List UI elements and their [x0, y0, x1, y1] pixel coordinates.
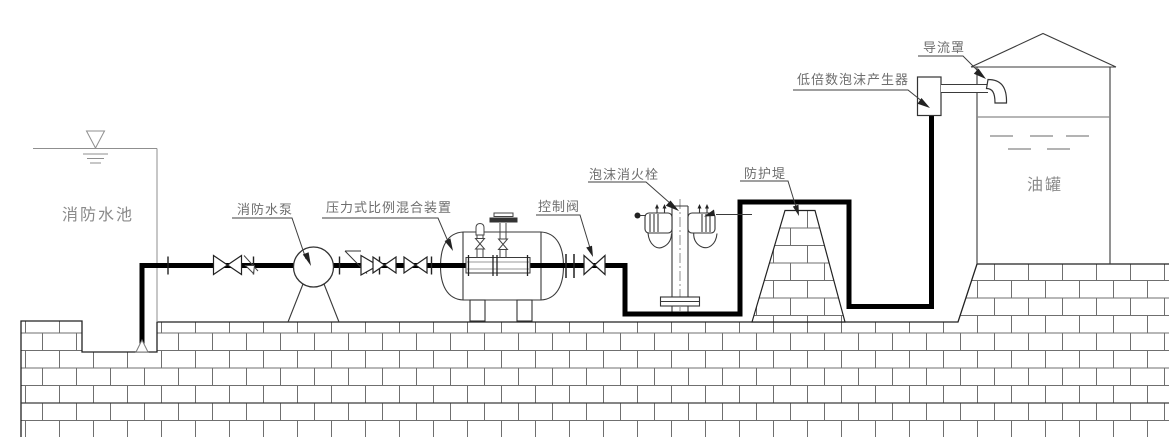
vessel-leg [469, 299, 486, 322]
proportioner-internals [465, 212, 531, 276]
cone-roof-tank-icon [970, 32, 1117, 264]
vessel-leg [516, 299, 533, 322]
water-level-icon [83, 130, 108, 164]
gate-valve-icon [212, 254, 243, 276]
fire-water-pool [33, 130, 158, 322]
gate-valve-icon [372, 255, 428, 275]
label-foam-hydrant: 泡沫消火栓 [589, 168, 659, 183]
brick-ground-icon [20, 263, 1169, 437]
label-fire-pump: 消防水泵 [237, 202, 293, 218]
label-foam-generator: 低倍数泡沫产生器 [797, 73, 909, 88]
check-valve-icon [344, 250, 381, 277]
label-fire-water-pool: 消防水池 [62, 205, 134, 224]
label-control-valve: 控制阀 [538, 200, 580, 215]
label-deflector: 导流罩 [923, 41, 965, 56]
pump-icon [287, 246, 340, 323]
vessel-outlet-flanges [565, 254, 575, 278]
label-mixing-device: 压力式比例混合装置 [326, 201, 452, 216]
label-oil-tank: 油罐 [1027, 175, 1063, 194]
control-valve-icon [583, 254, 606, 276]
label-protective-dike: 防护堤 [744, 166, 786, 182]
pump-legs [287, 283, 340, 323]
foam-generator-icon [916, 76, 988, 117]
outlet-cap-dot [634, 212, 641, 219]
annotations: 消防水池 油罐 消防水泵 压力式比例混合装置 控制阀 泡沫消火栓 防护堤 低倍数… [62, 41, 1063, 266]
flexible-joint-icon [243, 255, 259, 275]
hydrant-icon [634, 199, 752, 312]
tank-walls [976, 67, 1111, 264]
generator-outlet-pipe [941, 84, 988, 93]
outlet-arrow [704, 209, 715, 217]
suction-strainer-icon [135, 338, 149, 353]
liquid-dashes [990, 135, 1089, 150]
tank-roof [970, 32, 1117, 68]
elbow-deflector-icon [985, 78, 1008, 104]
dike-icon [751, 209, 846, 323]
